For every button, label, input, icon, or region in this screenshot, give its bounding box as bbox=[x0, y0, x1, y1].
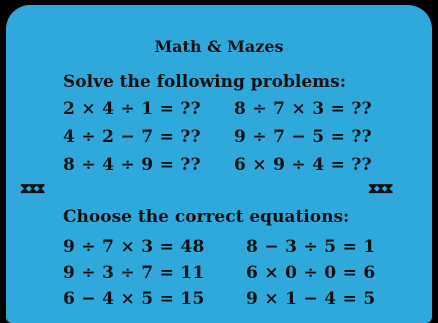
problem-5[interactable]: 8 ÷ 4 ÷ 9 = ?? bbox=[63, 155, 201, 175]
equation-6[interactable]: 9 × 1 − 4 = 5 bbox=[246, 289, 376, 309]
equation-3[interactable]: 9 ÷ 3 ÷ 7 = 11 bbox=[63, 263, 205, 283]
problem-4[interactable]: 9 ÷ 7 − 5 = ?? bbox=[234, 127, 372, 147]
hourglass-decoration-left: ⧗⧗⧗ bbox=[20, 181, 46, 197]
game-title: Math & Mazes bbox=[154, 37, 284, 56]
problem-1[interactable]: 2 × 4 ÷ 1 = ?? bbox=[63, 99, 201, 119]
equation-4[interactable]: 6 × 0 ÷ 0 = 6 bbox=[246, 263, 376, 283]
problem-2[interactable]: 8 ÷ 7 × 3 = ?? bbox=[234, 99, 372, 119]
problem-3[interactable]: 4 ÷ 2 − 7 = ?? bbox=[63, 127, 201, 147]
equation-5[interactable]: 6 − 4 × 5 = 15 bbox=[63, 289, 205, 309]
solve-heading: Solve the following problems: bbox=[63, 72, 346, 92]
choose-heading: Choose the correct equations: bbox=[63, 207, 350, 227]
equation-1[interactable]: 9 ÷ 7 × 3 = 48 bbox=[63, 237, 205, 257]
problem-6[interactable]: 6 × 9 ÷ 4 = ?? bbox=[234, 155, 372, 175]
game-screen: Math & Mazes Solve the following problem… bbox=[6, 5, 432, 323]
equation-2[interactable]: 8 − 3 ÷ 5 = 1 bbox=[246, 237, 376, 257]
hourglass-decoration-right: ⧗⧗⧗ bbox=[368, 181, 394, 197]
